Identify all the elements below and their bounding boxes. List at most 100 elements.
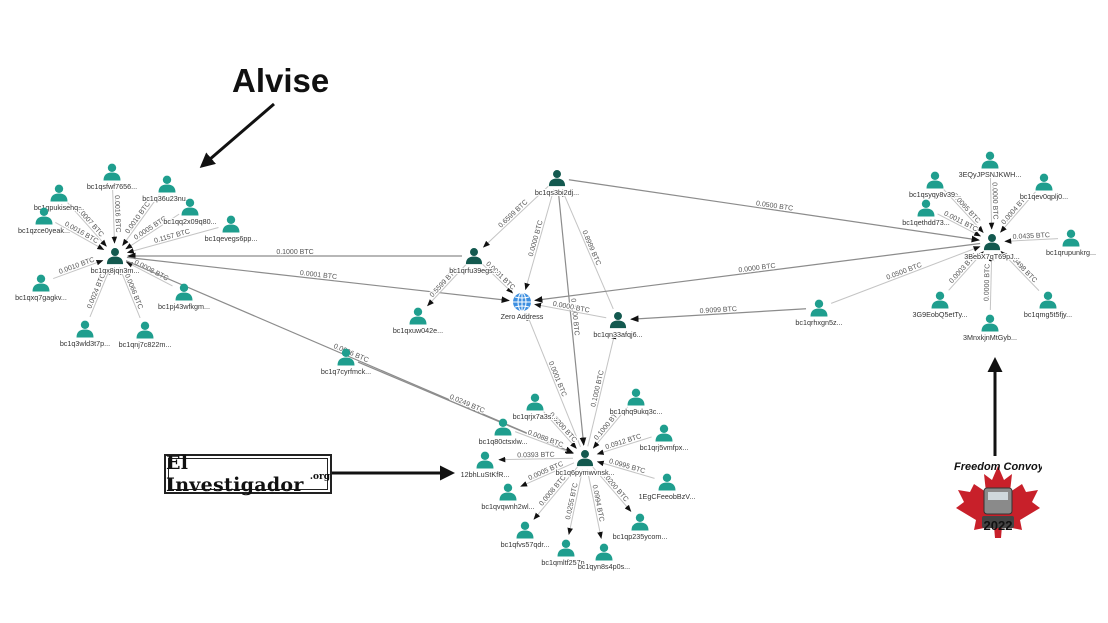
edge-m4-zero[interactable] bbox=[534, 302, 607, 319]
edge-a7-alvise[interactable] bbox=[53, 259, 104, 280]
edge-m2-inv[interactable] bbox=[557, 189, 587, 446]
edge-a6-alvise[interactable] bbox=[126, 226, 219, 254]
edge-a4-alvise[interactable] bbox=[122, 194, 160, 247]
address-node-c3[interactable]: bc1qethdd73... bbox=[901, 199, 951, 228]
address-node-c5[interactable]: bc1qrupunkrg... bbox=[1045, 229, 1097, 258]
address-node-a2[interactable]: bc1qpukisehq... bbox=[33, 184, 85, 213]
edge-i9-inv[interactable] bbox=[596, 460, 655, 479]
alvise-pointer-arrow bbox=[199, 102, 275, 168]
address-node-m1[interactable]: bc1qrfu39egs... bbox=[448, 248, 500, 276]
node-address-label: bc1qrhxgn5z... bbox=[795, 318, 842, 327]
edge-m6-inv[interactable] bbox=[357, 361, 574, 454]
address-node-i11[interactable]: bc1qhq9ukq3c... bbox=[609, 388, 663, 417]
edge-a8-alvise[interactable] bbox=[125, 261, 173, 287]
zero-address-node[interactable]: Zero Address bbox=[500, 292, 545, 322]
address-node-a7[interactable]: bc1qxq7gagkv... bbox=[14, 274, 68, 303]
edge-a2-alvise[interactable] bbox=[67, 202, 107, 247]
node-address-label: 3BebX7qT69pJ... bbox=[964, 252, 1020, 261]
address-node-i3[interactable]: 12bhLuStKfR... bbox=[460, 451, 510, 480]
address-node-c4[interactable]: bc1qev0qplj0... bbox=[1019, 173, 1069, 202]
address-node-inv[interactable]: bc1q6pymwvnsk... bbox=[554, 450, 616, 478]
address-node-m4[interactable]: bc1qn33afqj6... bbox=[592, 312, 644, 340]
address-node-a10[interactable]: bc1qnj7c822m... bbox=[118, 321, 172, 350]
address-node-i7[interactable]: bc1qyn8s4p0s... bbox=[577, 543, 631, 572]
address-node-conv[interactable]: 3BebX7qT69pJ... bbox=[963, 234, 1021, 262]
edge-inv-i3[interactable] bbox=[498, 456, 574, 463]
person-icon bbox=[981, 151, 999, 169]
edge-m5-conv[interactable] bbox=[830, 246, 981, 304]
node-address-label: 1EgCFeeobBzV... bbox=[639, 492, 696, 501]
address-node-i9[interactable]: 1EgCFeeobBzV... bbox=[638, 473, 696, 502]
node-address-label: bc1qn33afqj6... bbox=[593, 330, 642, 339]
edge-c7-conv[interactable] bbox=[988, 254, 995, 311]
person-icon bbox=[465, 248, 483, 265]
address-node-c2[interactable]: bc1qsyqy8v39... bbox=[908, 171, 962, 200]
edge-a5-alvise[interactable] bbox=[125, 213, 180, 250]
address-node-i2[interactable]: bc1q80ctsxlw... bbox=[478, 418, 528, 447]
edge-i2-inv[interactable] bbox=[514, 431, 574, 454]
node-address-label: bc1qrjx7a3s... bbox=[513, 412, 558, 421]
edge-inv-zero[interactable] bbox=[526, 313, 581, 448]
edge-inv-i5[interactable] bbox=[533, 466, 578, 520]
address-node-i10[interactable]: bc1qrj5vmfpx... bbox=[639, 424, 689, 453]
edge-amount-label: 0.9099 BTC bbox=[699, 306, 737, 315]
address-node-a1[interactable]: bc1qsfwf7656... bbox=[86, 163, 138, 192]
address-node-m2[interactable]: bc1qs3bi2dj... bbox=[534, 170, 580, 198]
address-node-a8[interactable]: bc1pj43wfkgm... bbox=[157, 283, 211, 312]
address-node-c1[interactable]: 3EQyJPSNJKWH... bbox=[958, 151, 1022, 180]
address-node-a4[interactable]: bc1q36u23nu... bbox=[141, 175, 193, 204]
edge-m1-m3[interactable] bbox=[427, 264, 467, 307]
address-node-i8[interactable]: bc1qp235ycom... bbox=[612, 513, 668, 542]
person-icon bbox=[1035, 173, 1053, 191]
node-address-label: bc1qrfu39egs... bbox=[449, 266, 499, 275]
edge-inv-i7[interactable] bbox=[586, 469, 603, 539]
person-icon bbox=[983, 234, 1001, 251]
edge-a3-alvise[interactable] bbox=[55, 221, 105, 251]
edge-i10-inv[interactable] bbox=[596, 436, 652, 455]
edge-a9-alvise[interactable] bbox=[89, 267, 111, 318]
edge-c8-conv[interactable] bbox=[1000, 250, 1040, 291]
address-node-c7[interactable]: 3MnxkjnMtGyb... bbox=[962, 314, 1018, 343]
edge-c1-conv[interactable] bbox=[988, 172, 995, 230]
edge-m5-m4[interactable] bbox=[630, 308, 807, 323]
edge-c6-conv[interactable] bbox=[948, 251, 984, 291]
person-icon bbox=[499, 483, 517, 501]
person-icon bbox=[50, 184, 68, 202]
address-node-m3[interactable]: bc1qxuw042e... bbox=[392, 307, 444, 336]
edge-m4-m2[interactable] bbox=[561, 189, 614, 310]
person-icon bbox=[526, 393, 544, 411]
address-node-a6[interactable]: bc1qevegs6pp... bbox=[204, 215, 258, 244]
address-node-a3[interactable]: bc1qzce0yeak... bbox=[17, 207, 71, 236]
edge-m2-m1[interactable] bbox=[482, 185, 549, 248]
edge-inv-i4[interactable] bbox=[520, 462, 575, 487]
address-node-i6[interactable]: bc1qmltf257n... bbox=[540, 539, 592, 568]
edge-m2-zero[interactable] bbox=[524, 189, 555, 291]
address-node-c6[interactable]: 3G9EobQ5etTy... bbox=[912, 291, 969, 320]
edge-inv-m4[interactable] bbox=[587, 331, 617, 447]
edge-c2-conv[interactable] bbox=[943, 189, 984, 233]
address-node-i5[interactable]: bc1qfvs57qdr... bbox=[500, 521, 550, 550]
edge-inv-i8[interactable] bbox=[592, 466, 632, 512]
edge-i11-inv[interactable] bbox=[592, 406, 629, 449]
edge-c3-conv[interactable] bbox=[937, 213, 982, 237]
address-node-alvise[interactable]: bc1qx8jqn3m... bbox=[90, 248, 140, 276]
address-node-a9[interactable]: bc1q3wld3t7p... bbox=[59, 320, 111, 349]
edge-inv-i6[interactable] bbox=[567, 469, 584, 535]
address-node-i4[interactable]: bc1qvqwnh2wl... bbox=[480, 483, 536, 512]
address-node-c8[interactable]: bc1qmg5t5fjy... bbox=[1023, 291, 1073, 320]
edge-c4-conv[interactable] bbox=[1000, 191, 1036, 233]
edge-i1-inv[interactable] bbox=[543, 411, 577, 449]
edge-c5-conv[interactable] bbox=[1004, 238, 1059, 244]
freedom-convoy-logo bbox=[956, 466, 1040, 538]
address-node-m6[interactable]: bc1q7cyrfmck... bbox=[320, 348, 372, 377]
edge-alvise-zero[interactable] bbox=[126, 256, 510, 304]
edge-conv-zero[interactable] bbox=[534, 242, 981, 303]
address-node-i1[interactable]: bc1qrjx7a3s... bbox=[512, 393, 558, 422]
edge-a1-alvise[interactable] bbox=[111, 184, 118, 244]
edge-m1-zero[interactable] bbox=[482, 263, 514, 294]
edge-m2-conv[interactable] bbox=[568, 179, 980, 243]
address-node-m5[interactable]: bc1qrhxgn5z... bbox=[794, 299, 844, 328]
address-node-a5[interactable]: bc1qq2x09q80... bbox=[162, 198, 218, 227]
edge-a10-alvise[interactable] bbox=[119, 267, 141, 319]
